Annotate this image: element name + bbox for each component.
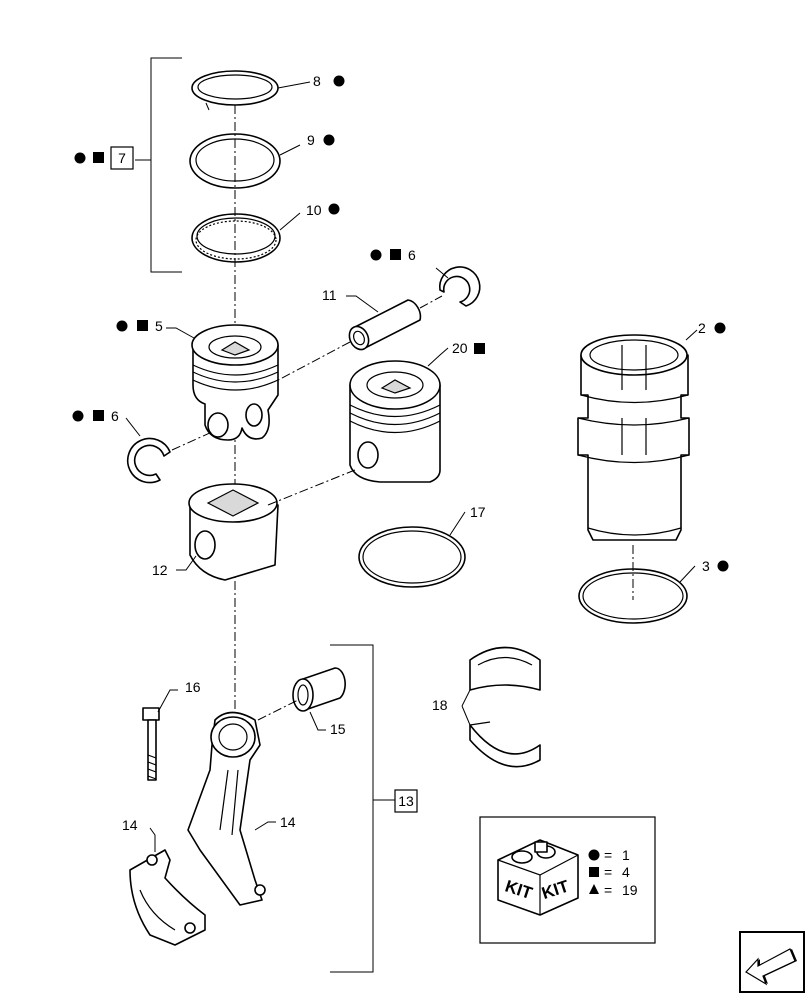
circle-symbol xyxy=(717,560,729,572)
piston-pin[interactable]: 11 xyxy=(249,287,443,396)
gasket-ring[interactable]: 17 xyxy=(358,504,486,588)
arrow-nav-icon[interactable] xyxy=(739,931,805,993)
snap-ring-upper[interactable]: 6 xyxy=(370,247,481,307)
callout-6a: 6 xyxy=(408,247,416,263)
piston-ring-middle[interactable]: 9 xyxy=(189,132,335,189)
callout-13: 13 xyxy=(398,793,414,809)
callout-12: 12 xyxy=(152,562,168,578)
kit-row-1-value: 1 xyxy=(622,847,630,863)
callout-20: 20 xyxy=(452,340,468,356)
piston-ring-top[interactable]: 8 xyxy=(191,70,345,111)
circle-symbol xyxy=(72,410,84,422)
callout-10: 10 xyxy=(306,202,322,218)
conrod-bolt[interactable]: 16 xyxy=(142,679,201,781)
piston-assembly[interactable]: 5 xyxy=(116,318,279,441)
kit-row-3-value: 19 xyxy=(622,882,638,898)
kit-row-3-eq: = xyxy=(604,882,612,898)
callout-11: 11 xyxy=(322,287,337,303)
callout-16: 16 xyxy=(185,679,201,695)
callout-14a: 14 xyxy=(122,817,138,833)
snap-ring-lower[interactable]: 6 xyxy=(72,408,213,484)
callout-box-13[interactable] xyxy=(394,789,418,813)
square-symbol xyxy=(137,320,148,331)
circle-symbol xyxy=(588,849,600,861)
piston-adapter-block[interactable]: 12 xyxy=(152,469,356,581)
conrod-group-bracket: 13 xyxy=(330,644,418,973)
callout-9: 9 xyxy=(307,132,315,148)
circle-symbol xyxy=(116,320,128,332)
piston-complete[interactable]: 20 xyxy=(349,340,485,483)
square-symbol xyxy=(589,867,599,877)
square-symbol xyxy=(390,249,401,260)
kit-legend: KIT KIT = 1 = 4 = 19 xyxy=(479,816,656,944)
kit-row-1-eq: = xyxy=(604,847,612,863)
callout-3: 3 xyxy=(702,558,710,574)
connecting-rod-cap[interactable]: 14 xyxy=(122,817,206,946)
callout-7: 7 xyxy=(118,150,126,166)
circle-symbol xyxy=(74,152,86,164)
cylinder-liner[interactable]: 2 xyxy=(577,320,726,541)
callout-14b: 14 xyxy=(280,814,296,830)
main-bearing-shells[interactable]: 18 xyxy=(432,646,541,768)
callout-5: 5 xyxy=(155,318,163,334)
square-symbol xyxy=(474,343,485,354)
piston-ring-oil[interactable]: 10 xyxy=(191,202,340,263)
circle-symbol xyxy=(714,322,726,334)
circle-symbol xyxy=(323,134,335,146)
small-end-bushing[interactable]: 15 xyxy=(257,667,346,737)
liner-seal-ring[interactable]: 3 xyxy=(578,545,729,624)
square-symbol xyxy=(93,152,104,163)
kit-row-2-value: 4 xyxy=(622,864,630,880)
callout-2: 2 xyxy=(698,320,706,336)
callout-17: 17 xyxy=(470,504,486,520)
circle-symbol xyxy=(370,249,382,261)
kit-row-2-eq: = xyxy=(604,864,612,880)
callout-15: 15 xyxy=(330,721,346,737)
square-symbol xyxy=(93,410,104,421)
callout-8: 8 xyxy=(313,73,321,89)
ring-group-bracket: 7 xyxy=(74,57,182,273)
connecting-rod[interactable]: 14 xyxy=(187,711,296,906)
callout-18: 18 xyxy=(432,697,448,713)
kit-box-icon: KIT KIT xyxy=(497,839,579,916)
triangle-symbol xyxy=(589,884,599,894)
circle-symbol xyxy=(333,75,345,87)
callout-box-7[interactable] xyxy=(110,146,134,170)
callout-6b: 6 xyxy=(111,408,119,424)
circle-symbol xyxy=(328,203,340,215)
